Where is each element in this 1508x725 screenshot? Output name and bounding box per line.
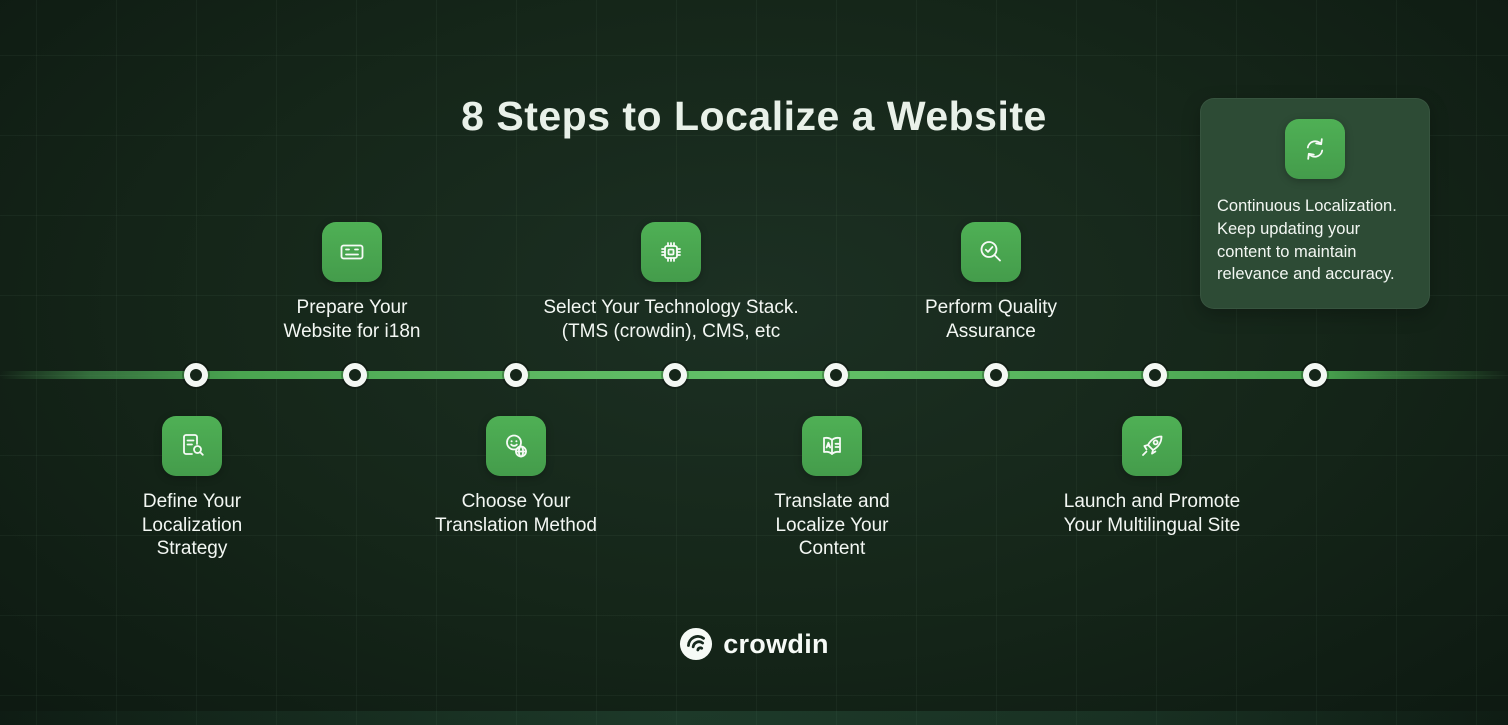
search-check-icon: [961, 222, 1021, 282]
step-translate-content: Translate and Localize Your Content: [757, 416, 907, 561]
website-window-icon: [322, 222, 382, 282]
step-label: Continuous Localization. Keep updating y…: [1217, 197, 1397, 284]
step-label: Choose Your Translation Method: [435, 491, 597, 536]
refresh-icon: [1285, 119, 1345, 179]
smiley-globe-icon: [486, 416, 546, 476]
timeline-node-4: [663, 363, 687, 387]
step-technology-stack: Select Your Technology Stack. (TMS (crow…: [521, 222, 821, 343]
step-label: Prepare Your Website for i18n: [283, 297, 421, 342]
rocket-icon: [1122, 416, 1182, 476]
timeline-node-6: [984, 363, 1008, 387]
step-label: Perform Quality Assurance: [925, 297, 1057, 342]
timeline-node-1: [184, 363, 208, 387]
step-prepare-website: Prepare Your Website for i18n: [262, 222, 442, 343]
timeline-node-8: [1303, 363, 1327, 387]
brand-footer: crowdin: [0, 627, 1508, 661]
timeline-node-5: [824, 363, 848, 387]
timeline-node-7: [1143, 363, 1167, 387]
open-book-icon: [802, 416, 862, 476]
timeline-node-2: [343, 363, 367, 387]
cpu-chip-icon: [641, 222, 701, 282]
timeline-node-3: [504, 363, 528, 387]
crowdin-logo-icon: [680, 627, 713, 661]
step-label: Define Your Localization Strategy: [141, 491, 243, 560]
step-define-strategy: Define Your Localization Strategy: [122, 416, 262, 561]
step-continuous-localization-card: Continuous Localization. Keep updating y…: [1200, 98, 1430, 310]
brand-name: crowdin: [723, 628, 829, 659]
step-label: Select Your Technology Stack. (TMS (crow…: [543, 297, 799, 342]
step-label: Launch and Promote Your Multilingual Sit…: [1063, 491, 1241, 536]
step-label: Translate and Localize Your Content: [774, 491, 890, 560]
step-quality-assurance: Perform Quality Assurance: [901, 222, 1081, 343]
page-title: 8 Steps to Localize a Website: [461, 93, 1047, 140]
timeline-line: [0, 371, 1508, 379]
step-choose-method: Choose Your Translation Method: [416, 416, 616, 537]
strategy-note-icon: [162, 416, 222, 476]
bottom-accent-strip: [0, 711, 1508, 725]
step-launch-promote: Launch and Promote Your Multilingual Sit…: [1062, 416, 1242, 537]
